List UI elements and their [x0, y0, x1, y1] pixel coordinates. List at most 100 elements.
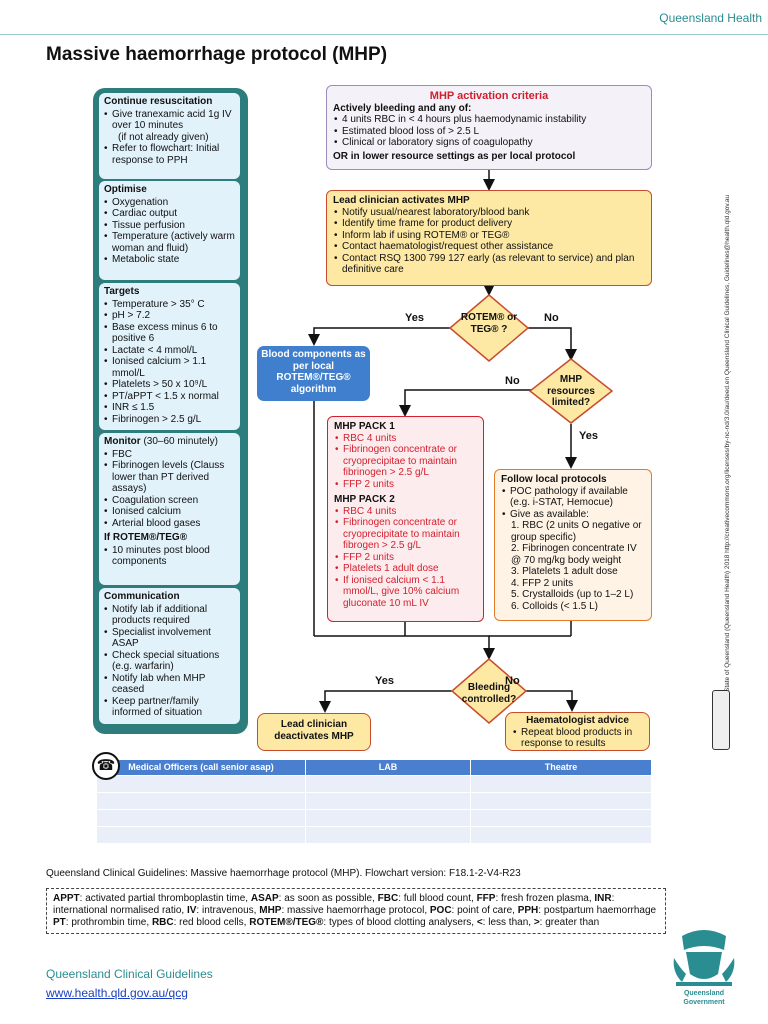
resources-decision-diamond [528, 358, 614, 424]
abbreviation-term: PPH [517, 905, 539, 916]
blood-components-box: Blood components as per local ROTEM®/TEG… [257, 346, 370, 401]
page-title: Massive haemorrhage protocol (MHP) [46, 44, 388, 65]
abbreviation-definition: : red blood cells, [173, 917, 250, 928]
optimise-box: Optimise Oxygenation Cardiac output Tiss… [99, 181, 240, 280]
list-item: FFP 2 units [334, 552, 477, 564]
monitor-heading: Monitor (30–60 minutely) [104, 436, 235, 448]
table-cell[interactable] [470, 826, 652, 844]
list-item: Specialist involvement ASAP [104, 627, 235, 650]
table-cell[interactable] [470, 809, 652, 827]
list-item: Estimated blood loss of > 2.5 L [333, 126, 645, 138]
optimise-heading: Optimise [104, 184, 147, 195]
table-cell[interactable] [305, 826, 471, 844]
copyright-side-text: State of Queensland (Queensland Health) … [724, 195, 738, 692]
resuscitation-box: Continue resuscitation Give tranexamic a… [99, 93, 240, 179]
table-cell[interactable] [470, 775, 652, 793]
abbreviation-definition: : types of blood clotting analysers, [323, 917, 477, 928]
list-item: Contact RSQ 1300 799 127 early (as relev… [333, 253, 645, 276]
list-item: Notify usual/nearest laboratory/blood ba… [333, 207, 645, 219]
crest-text-line: Queensland [684, 990, 724, 997]
column-header: Medical Officers (call senior asap) [96, 759, 306, 776]
resuscitation-heading: Continue resuscitation [104, 96, 213, 107]
table-cell[interactable] [96, 809, 306, 827]
abbreviation-definition: : full blood count, [398, 893, 477, 904]
mhp-pack-box: MHP PACK 1 RBC 4 units Fibrinogen concen… [327, 416, 484, 622]
list-item: Give as available: [501, 509, 645, 521]
contacts-table: Medical Officers (call senior asap) LAB … [96, 759, 652, 844]
list-item: Inform lab if using ROTEM® or TEG® [333, 230, 645, 242]
list-item: 4. FFP 2 units [511, 577, 574, 589]
monitor-heading-text: Monitor [104, 436, 141, 447]
lead-clinician-box: Lead clinician activates MHP Notify usua… [326, 190, 652, 286]
abbreviation-definition: : less than, [482, 917, 534, 928]
list-item: Give tranexamic acid 1g IV over 10 minut… [104, 109, 235, 132]
abbreviations-box: APPT: activated partial thromboplastin t… [46, 888, 666, 934]
activation-footer: OR in lower resource settings as per loc… [333, 150, 576, 162]
list-item: PT/aPPT < 1.5 x normal [104, 391, 235, 403]
list-item: Cardiac output [104, 208, 235, 220]
left-panel: Continue resuscitation Give tranexamic a… [93, 88, 248, 734]
targets-heading: Targets [104, 286, 140, 297]
table-cell[interactable] [305, 775, 471, 793]
table-cell[interactable] [96, 826, 306, 844]
list-item: Temperature (actively warm woman and flu… [104, 231, 235, 254]
abbreviation-definition: : greater than [539, 917, 600, 928]
list-item: Clinical or laboratory signs of coagulop… [333, 137, 645, 149]
no-label: No [505, 375, 520, 387]
table-cell[interactable] [305, 809, 471, 827]
abbreviation-term: FBC [377, 893, 399, 904]
list-item: (if not already given) [118, 131, 209, 143]
connector [314, 635, 495, 660]
version-text: Queensland Clinical Guidelines: Massive … [46, 868, 521, 879]
haem-title: Haematologist advice [526, 715, 629, 726]
yes-label: Yes [375, 675, 394, 687]
list-item: Repeat blood products in response to res… [512, 727, 643, 750]
list-item: POC pathology if available (e.g. i-STAT,… [501, 486, 645, 509]
footer-link[interactable]: www.health.qld.gov.au/qcg [46, 986, 188, 1000]
abbreviation-term: > [533, 917, 540, 928]
list-item: 5. Crystalloids (up to 1–2 L) [511, 589, 634, 600]
targets-box: Targets Temperature > 35° C pH > 7.2 Bas… [99, 283, 240, 430]
resources-question: MHP resources limited? [547, 374, 595, 408]
list-item: 10 minutes post blood components [104, 545, 235, 568]
list-item: Base excess minus 6 to positive 6 [104, 322, 235, 345]
list-item: Identify time frame for product delivery [333, 218, 645, 230]
activation-title: MHP activation criteria [429, 90, 549, 102]
list-item: 6. Colloids (< 1.5 L) [511, 600, 598, 612]
deactivates-box: Lead clinician deactivates MHP [257, 713, 371, 751]
table-cell[interactable] [96, 775, 306, 793]
connector [525, 690, 578, 712]
list-item: Notify lab when MHP ceased [104, 673, 235, 696]
table-cell[interactable] [96, 792, 306, 810]
activation-criteria-box: MHP activation criteria Actively bleedin… [326, 85, 652, 170]
no-label: No [505, 675, 520, 687]
list-item: 4 units RBC in < 4 hours plus haemodynam… [333, 114, 645, 126]
rotem-question: ROTEM® or TEG® ? [460, 312, 518, 335]
table-row [96, 792, 652, 810]
table-cell[interactable] [305, 792, 471, 810]
connector [308, 327, 452, 346]
abbreviation-term: APPT [53, 893, 80, 904]
table-header-row: Medical Officers (call senior asap) LAB … [96, 759, 652, 776]
abbreviation-definition: : fresh frozen plasma, [495, 893, 595, 904]
table-cell[interactable] [470, 792, 652, 810]
abbreviation-definition: : activated partial thromboplastin time, [79, 893, 251, 904]
list-item: Oxygenation [104, 197, 235, 209]
list-item: Fibrinogen > 2.5 g/L [104, 414, 235, 426]
abbreviation-term: POC [429, 905, 452, 916]
monitor-box: Monitor (30–60 minutely) FBC Fibrinogen … [99, 433, 240, 585]
abbreviation-term: RBC [151, 917, 174, 928]
list-item: Temperature > 35° C [104, 299, 235, 311]
list-item: Coagulation screen [104, 495, 235, 507]
list-item: RBC 4 units [334, 433, 477, 445]
list-item: Fibrinogen concentrate or cryoprecipitae… [334, 444, 477, 479]
monitor-heading-note: (30–60 minutely) [143, 436, 218, 447]
bleeding-decision-diamond [450, 658, 528, 724]
abbreviation-definition: : massive haemorrhage protocol, [281, 905, 430, 916]
abbreviation-definition: : point of care, [451, 905, 518, 916]
connector [319, 690, 453, 713]
pack2-title: MHP PACK 2 [334, 494, 395, 505]
abbreviation-term: MHP [259, 905, 282, 916]
list-item: RBC 4 units [334, 506, 477, 518]
crest-text-line: Government [683, 999, 725, 1006]
